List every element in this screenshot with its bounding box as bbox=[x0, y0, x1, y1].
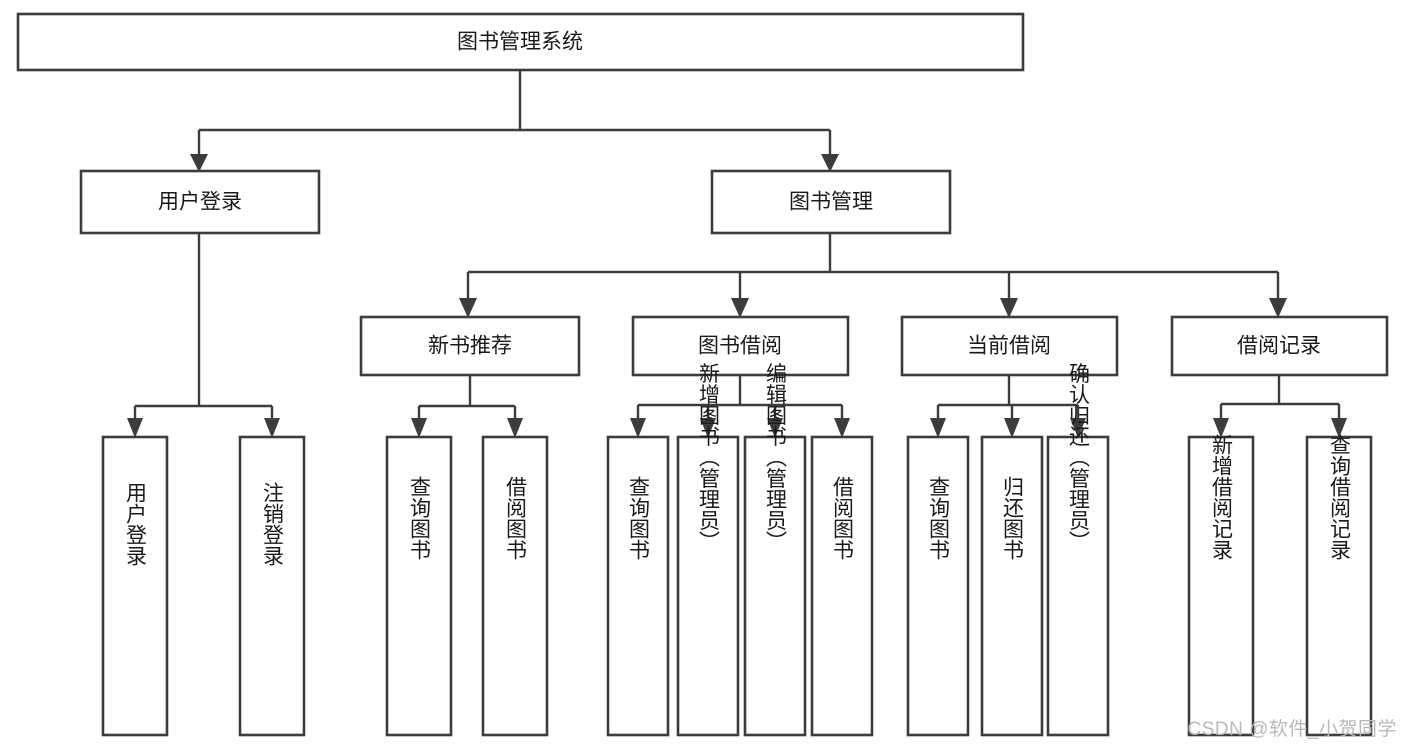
node-leaf-return-book-box bbox=[980, 435, 1044, 737]
node-leaf-user-login-box bbox=[101, 435, 169, 737]
node-leaf-borrow-book-recommend-label: 借阅图书 bbox=[504, 476, 528, 560]
node-root-system[interactable]: 图书管理系统 bbox=[16, 12, 1025, 72]
node-new-book-recommend-box bbox=[359, 315, 581, 377]
node-leaf-user-login-label: 用户登录 bbox=[124, 482, 148, 566]
node-leaf-query-book-borrow-label: 查询图书 bbox=[627, 476, 651, 560]
node-current-borrow[interactable]: 当前借阅 bbox=[900, 315, 1119, 377]
node-leaf-add-book-label: 新增图书（管理员） bbox=[697, 363, 721, 552]
node-leaf-logout[interactable]: 注销登录 bbox=[238, 435, 306, 737]
node-user-login-label: 用户登录 bbox=[158, 191, 242, 214]
arrow-to-leaf-borrow-book-2 bbox=[834, 418, 850, 438]
node-leaf-query-book-borrow-box bbox=[606, 435, 670, 737]
node-leaf-confirm-return[interactable]: 确认归还（管理员） bbox=[1046, 363, 1110, 737]
arrow-to-leaf-query-book-2 bbox=[630, 418, 646, 438]
node-leaf-edit-book[interactable]: 编辑图书（管理员） bbox=[743, 363, 807, 737]
node-leaf-user-login[interactable]: 用户登录 bbox=[101, 435, 169, 737]
node-new-book-recommend[interactable]: 新书推荐 bbox=[359, 315, 581, 377]
arrow-to-leaf-add-record bbox=[1213, 418, 1229, 438]
node-leaf-query-book-recommend-label: 查询图书 bbox=[408, 476, 432, 560]
node-leaf-return-book[interactable]: 归还图书 bbox=[980, 435, 1044, 737]
node-leaf-add-borrow-record-box bbox=[1187, 435, 1255, 737]
node-leaf-return-book-label: 归还图书 bbox=[1001, 476, 1025, 560]
arrow-to-current bbox=[1000, 298, 1018, 318]
node-leaf-borrow-book-label: 借阅图书 bbox=[831, 476, 855, 560]
node-root-system-box bbox=[16, 12, 1025, 72]
node-leaf-query-book-current-box bbox=[906, 435, 970, 737]
node-leaf-borrow-book-recommend-box bbox=[481, 435, 549, 737]
node-leaf-logout-label: 注销登录 bbox=[261, 482, 285, 566]
node-root-system-label: 图书管理系统 bbox=[457, 31, 583, 54]
node-leaf-add-book-box bbox=[676, 435, 740, 737]
node-current-borrow-box bbox=[900, 315, 1119, 377]
arrow-to-leaf-edit-book bbox=[767, 418, 783, 438]
node-leaf-query-borrow-record-label: 查询借阅记录 bbox=[1328, 434, 1352, 560]
node-leaf-borrow-book-recommend[interactable]: 借阅图书 bbox=[481, 435, 549, 737]
node-current-borrow-label: 当前借阅 bbox=[967, 335, 1051, 358]
node-leaf-add-borrow-record[interactable]: 新增借阅记录 bbox=[1187, 434, 1255, 737]
arrow-to-leaf-query-book-1 bbox=[411, 418, 427, 438]
arrow-to-leaf-logout bbox=[264, 418, 280, 438]
node-leaf-query-book-recommend-box bbox=[385, 435, 453, 737]
arrow-to-user-login bbox=[190, 154, 208, 172]
arrow-to-new-book bbox=[459, 298, 477, 318]
node-borrow-records-label: 借阅记录 bbox=[1237, 335, 1321, 358]
node-borrow-records-box bbox=[1170, 315, 1389, 377]
node-book-management-box bbox=[710, 169, 952, 235]
node-leaf-edit-book-box bbox=[743, 435, 807, 737]
node-user-login-box bbox=[79, 169, 321, 235]
node-leaf-query-borrow-record[interactable]: 查询借阅记录 bbox=[1305, 434, 1373, 737]
node-leaf-query-book-current[interactable]: 查询图书 bbox=[906, 435, 970, 737]
node-leaf-confirm-return-label: 确认归还（管理员） bbox=[1067, 363, 1091, 552]
arrow-to-book-mgmt bbox=[821, 154, 839, 172]
arrow-to-leaf-add-book bbox=[700, 418, 716, 438]
watermark-text: CSDN @软件_小贺同学 bbox=[1187, 719, 1397, 740]
node-leaf-query-book-borrow[interactable]: 查询图书 bbox=[606, 435, 670, 737]
connector-layer bbox=[127, 70, 1347, 438]
arrow-to-records bbox=[1269, 298, 1287, 318]
node-leaf-borrow-book[interactable]: 借阅图书 bbox=[810, 435, 874, 737]
arrow-to-leaf-borrow-book-1 bbox=[507, 418, 523, 438]
node-leaf-logout-box bbox=[238, 435, 306, 737]
node-book-borrow-label: 图书借阅 bbox=[698, 335, 782, 358]
node-leaf-query-borrow-record-box bbox=[1305, 435, 1373, 737]
node-borrow-records[interactable]: 借阅记录 bbox=[1170, 315, 1389, 377]
arrow-to-leaf-user-login bbox=[127, 418, 143, 438]
arrow-to-leaf-query-book-3 bbox=[930, 418, 946, 438]
node-leaf-query-book-recommend[interactable]: 查询图书 bbox=[385, 435, 453, 737]
node-leaf-add-book[interactable]: 新增图书（管理员） bbox=[676, 363, 740, 737]
node-book-borrow[interactable]: 图书借阅 bbox=[631, 315, 850, 377]
node-book-borrow-box bbox=[631, 315, 850, 377]
arrow-to-leaf-query-record bbox=[1331, 418, 1347, 438]
node-leaf-confirm-return-box bbox=[1046, 435, 1110, 737]
arrow-to-borrow bbox=[731, 298, 749, 318]
node-leaf-add-borrow-record-label: 新增借阅记录 bbox=[1210, 434, 1234, 560]
arrow-to-leaf-return-book bbox=[1004, 418, 1020, 438]
node-new-book-recommend-label: 新书推荐 bbox=[428, 335, 512, 358]
node-book-management[interactable]: 图书管理 bbox=[710, 169, 952, 235]
node-book-management-label: 图书管理 bbox=[789, 191, 873, 214]
node-user-login[interactable]: 用户登录 bbox=[79, 169, 321, 235]
node-leaf-edit-book-label: 编辑图书（管理员） bbox=[764, 363, 788, 552]
node-leaf-borrow-book-box bbox=[810, 435, 874, 737]
node-leaf-query-book-current-label: 查询图书 bbox=[927, 476, 951, 560]
arrow-to-leaf-confirm-return bbox=[1070, 418, 1086, 438]
